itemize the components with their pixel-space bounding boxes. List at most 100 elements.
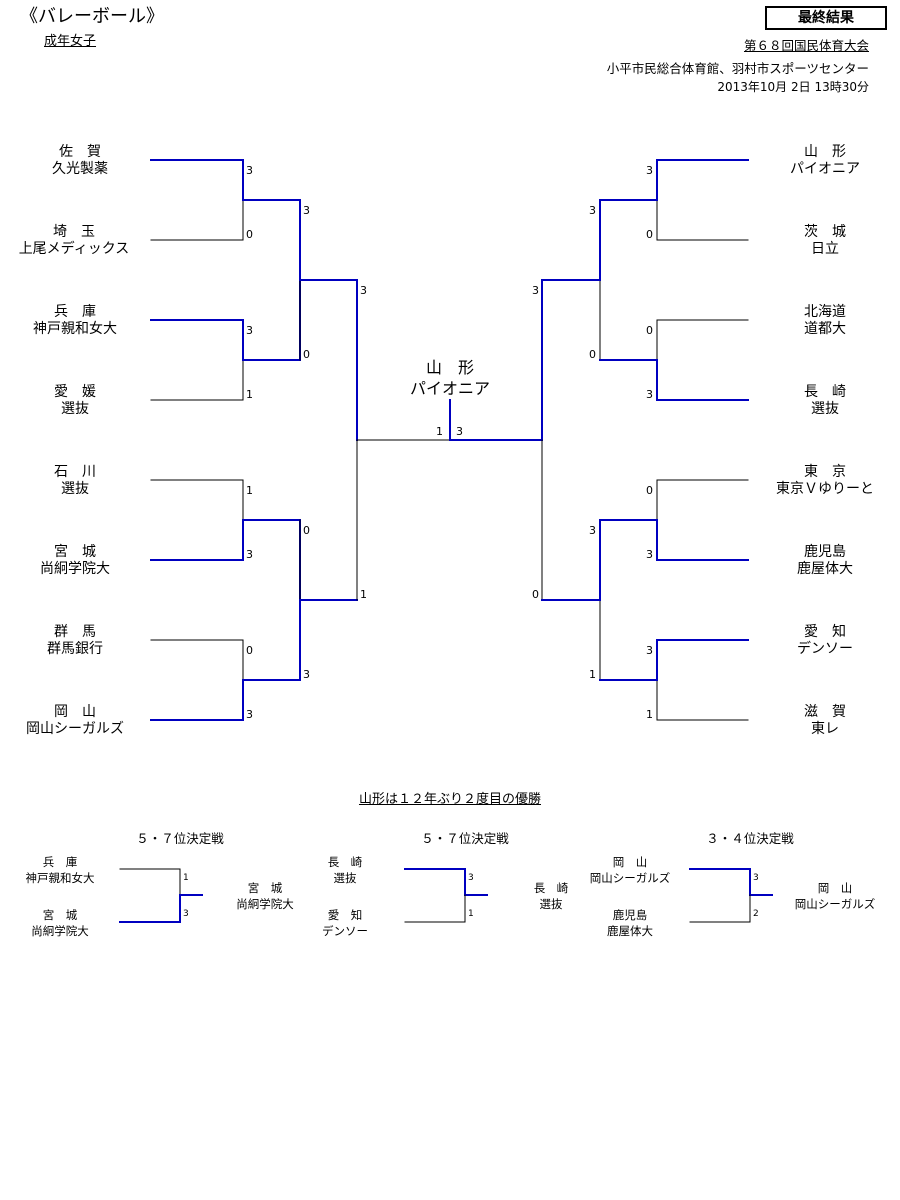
bracket-line-loser bbox=[150, 199, 244, 241]
score: 1 bbox=[468, 909, 474, 919]
team-name: 選抜 bbox=[61, 401, 89, 417]
team-name: 群馬銀行 bbox=[47, 641, 103, 657]
left-team-3: 兵 庫神戸親和女大 bbox=[0, 304, 150, 338]
bracket-line-winner bbox=[656, 639, 749, 681]
right-team-4: 長 崎選抜 bbox=[750, 384, 900, 418]
team-name: 岡山シーガルズ bbox=[26, 721, 124, 737]
status-badge: 最終結果 bbox=[765, 6, 887, 30]
page-title: 《バレーボール》 bbox=[20, 6, 164, 27]
pref: 宮 城 bbox=[54, 544, 96, 560]
pref: 長 崎 bbox=[804, 384, 846, 400]
score: 3 bbox=[589, 524, 596, 537]
champion-team: パイオニア bbox=[409, 379, 490, 398]
pref: 兵 庫 bbox=[54, 304, 96, 320]
placement-1-winner: 宮 城尚絅学院大 bbox=[236, 881, 294, 911]
score: 0 bbox=[646, 324, 653, 337]
champion: 山 形 パイオニア bbox=[375, 357, 525, 399]
placement-title-3: ３・４位決定戦 bbox=[706, 831, 794, 846]
score: 3 bbox=[646, 548, 653, 561]
bracket-line-winner bbox=[150, 519, 244, 561]
team-name: 東レ bbox=[811, 721, 839, 737]
team-name: 選抜 bbox=[61, 481, 89, 497]
pref: 北海道 bbox=[804, 304, 846, 320]
pref: 東 京 bbox=[804, 464, 846, 480]
bracket-line-loser bbox=[150, 359, 244, 401]
score: 0 bbox=[532, 588, 539, 601]
final-score-right: 3 bbox=[456, 425, 463, 438]
championship-note: 山形は１２年ぶり２度目の優勝 bbox=[358, 792, 541, 807]
score: 1 bbox=[646, 708, 653, 721]
placement-title-2: ５・７位決定戦 bbox=[421, 831, 509, 846]
score: 0 bbox=[303, 348, 310, 361]
pref: 岡 山 bbox=[54, 704, 96, 720]
pref: 鹿児島 bbox=[804, 544, 846, 560]
champion-pref: 山 形 bbox=[425, 358, 474, 377]
pref: 埼 玉 bbox=[53, 224, 95, 240]
placement-1-team-1: 兵 庫神戸親和女大 bbox=[25, 855, 95, 885]
placement-3-team-2: 鹿児島鹿屋体大 bbox=[607, 908, 653, 938]
score: 0 bbox=[589, 348, 596, 361]
right-team-5: 東 京東京Ｖゆりーと bbox=[750, 464, 900, 498]
score: 3 bbox=[589, 204, 596, 217]
score: 1 bbox=[183, 873, 189, 883]
bracket-line-champion bbox=[449, 399, 543, 441]
bracket-line-winner bbox=[541, 279, 601, 441]
bracket-line-winner bbox=[150, 159, 244, 201]
score: 3 bbox=[360, 284, 367, 297]
right-team-1: 山 形パイオニア bbox=[750, 144, 900, 178]
score: 0 bbox=[303, 524, 310, 537]
score: 1 bbox=[246, 388, 253, 401]
score: 0 bbox=[646, 228, 653, 241]
team-name: パイオニア bbox=[790, 161, 860, 177]
score: 1 bbox=[360, 588, 367, 601]
score: 3 bbox=[246, 548, 253, 561]
score: 3 bbox=[646, 164, 653, 177]
score: 3 bbox=[532, 284, 539, 297]
datetime: 2013年10月 2日 13時30分 bbox=[717, 80, 869, 94]
left-team-2: 埼 玉上尾メディックス bbox=[0, 224, 149, 258]
score: 3 bbox=[246, 708, 253, 721]
placement-1-team-2: 宮 城尚絅学院大 bbox=[31, 908, 89, 938]
pref: 愛 知 bbox=[804, 624, 846, 640]
score: 3 bbox=[646, 388, 653, 401]
score: 3 bbox=[753, 873, 759, 883]
team-name: デンソー bbox=[797, 641, 853, 657]
team-name: 道都大 bbox=[804, 321, 846, 337]
placement-2-winner: 長 崎選抜 bbox=[533, 881, 569, 911]
placement-3-team-1: 岡 山岡山シーガルズ bbox=[589, 855, 671, 885]
right-team-7: 愛 知デンソー bbox=[750, 624, 900, 658]
venue: 小平市民総合体育館、羽村市スポーツセンター bbox=[606, 61, 869, 76]
team-name: 神戸親和女大 bbox=[33, 321, 117, 337]
team-name: 選抜 bbox=[811, 401, 839, 417]
right-team-3: 北海道道都大 bbox=[750, 304, 900, 338]
left-team-6: 宮 城尚絅学院大 bbox=[0, 544, 150, 578]
right-team-2: 茨 城日立 bbox=[750, 224, 900, 258]
team-name: 東京Ｖゆりーと bbox=[776, 481, 874, 497]
placement-2-team-1: 長 崎選抜 bbox=[327, 855, 363, 885]
right-team-6: 鹿児島鹿屋体大 bbox=[750, 544, 900, 578]
right-team-8: 滋 賀東レ bbox=[750, 704, 900, 738]
left-team-1: 佐 賀久光製薬 bbox=[5, 144, 155, 178]
bracket-line-loser bbox=[150, 479, 244, 521]
score: 3 bbox=[303, 668, 310, 681]
score: 3 bbox=[646, 644, 653, 657]
final-score-left: 1 bbox=[436, 425, 443, 438]
score: 0 bbox=[646, 484, 653, 497]
pref: 茨 城 bbox=[804, 224, 846, 240]
pref: 石 川 bbox=[54, 464, 96, 480]
score: 3 bbox=[246, 164, 253, 177]
team-name: 久光製薬 bbox=[52, 161, 108, 177]
left-team-8: 岡 山岡山シーガルズ bbox=[0, 704, 150, 738]
team-name: 尚絅学院大 bbox=[40, 561, 110, 577]
bracket-line-loser bbox=[656, 319, 749, 361]
bracket-line-loser bbox=[656, 679, 749, 721]
bracket-line-winner bbox=[656, 159, 749, 201]
pref: 山 形 bbox=[804, 144, 846, 160]
event-name: 第６８回国民体育大会 bbox=[743, 38, 869, 53]
score: 3 bbox=[246, 324, 253, 337]
pref: 愛 媛 bbox=[54, 384, 96, 400]
score: 0 bbox=[246, 644, 253, 657]
team-name: 上尾メディックス bbox=[18, 241, 130, 257]
bracket-line-loser bbox=[150, 639, 244, 681]
